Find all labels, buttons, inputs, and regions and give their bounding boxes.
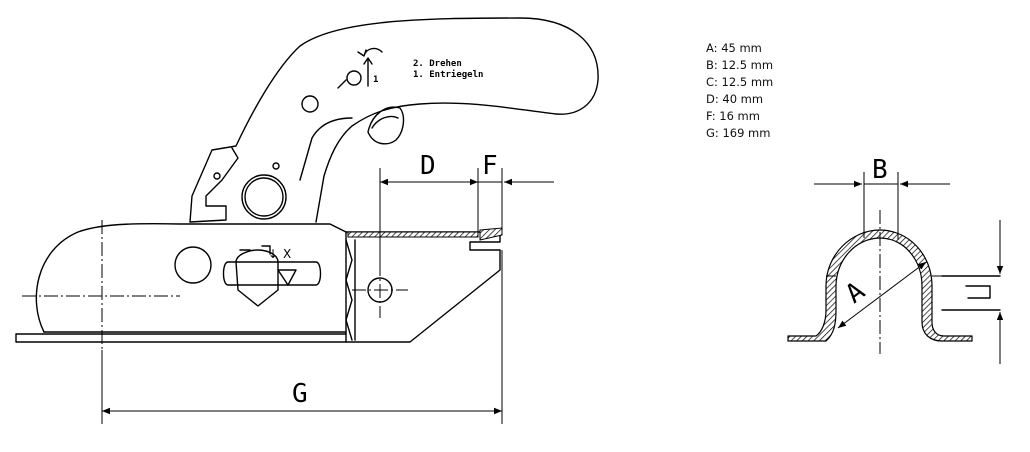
housing-body: [35, 222, 347, 335]
dimension-b: B: 12.5 mm: [706, 58, 774, 72]
pivot-ring: [241, 174, 287, 220]
section-right-flange: [941, 275, 1001, 311]
handle-small-hole: [272, 162, 280, 170]
lock-open-symbol: ↓: [268, 247, 278, 261]
dimension-c: C: 12.5 mm: [706, 75, 774, 89]
dimension-list: A: 45 mm B: 12.5 mm C: 12.5 mm D: 40 mm …: [706, 40, 773, 142]
lock-closed-symbol: X: [283, 247, 291, 261]
handle-grip-inner: [371, 115, 399, 129]
handle-text-line2: 1. Entriegeln: [413, 69, 483, 80]
step-number: 1: [373, 75, 378, 85]
label-g: G: [292, 379, 308, 409]
label-f: F: [482, 151, 498, 181]
handle-rivet: [213, 172, 221, 180]
handle-hole: [301, 95, 319, 113]
dimension-d: D: 40 mm: [706, 92, 764, 106]
label-b: B: [872, 155, 888, 185]
dimension-f: F: 16 mm: [706, 109, 760, 123]
tube-hatch-end: [479, 227, 503, 241]
tube-break-line: [345, 239, 353, 341]
dimension-a: A: 45 mm: [706, 41, 762, 55]
unlock-button: 1: [337, 47, 383, 89]
handle-inner-edge: [299, 117, 353, 181]
wear-indicator: ↓ X: [222, 245, 322, 307]
section-socket-icon: [965, 285, 991, 299]
label-d: D: [420, 151, 436, 181]
handle-lower-edge: [189, 147, 239, 223]
handle-outline: [189, 17, 599, 223]
coupling-section-view: B A: [787, 155, 1004, 364]
base-plate: [15, 333, 347, 343]
handle-text-line1: 2. Drehen: [413, 59, 462, 69]
pivot-hole: [244, 177, 284, 217]
tube-hatch: [347, 231, 479, 238]
handle-grip-notch: [367, 106, 405, 145]
housing-hole: [174, 246, 212, 284]
coupling-side-view: ↓ X 1 2. Drehen 1. Entriegeln D: [15, 17, 599, 424]
label-a: A: [840, 276, 871, 310]
dimension-a-line: [837, 261, 927, 329]
dimension-g: G: 169 mm: [706, 126, 771, 140]
